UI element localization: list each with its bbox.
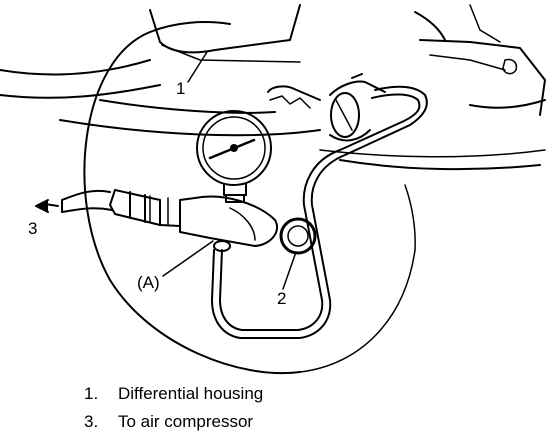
tester-tube [211, 85, 428, 339]
leader-2 [282, 251, 297, 290]
drum-outline [83, 21, 416, 375]
air-compressor-hose [35, 189, 113, 213]
leader-lines [162, 51, 297, 290]
pressure-gauge [196, 110, 272, 203]
leader-A [162, 240, 214, 277]
callout-1: 1 [176, 79, 186, 98]
ring-seal [279, 217, 317, 255]
legend-item-3: 3. To air compressor [84, 412, 253, 432]
legend-number: 1. [84, 384, 99, 403]
breather-hose-fitting [267, 73, 386, 142]
legend-number: 3. [84, 412, 99, 431]
callout-A: (A) [137, 273, 160, 292]
tester-body [109, 189, 278, 252]
legend-text: To air compressor [118, 412, 254, 431]
differential-housing [0, 4, 546, 171]
callout-3: 3 [28, 219, 38, 238]
leader-1 [187, 51, 208, 83]
callout-2: 2 [277, 289, 287, 308]
legend-text: Differential housing [118, 384, 264, 403]
legend-item-1: 1. Differential housing [84, 384, 263, 404]
